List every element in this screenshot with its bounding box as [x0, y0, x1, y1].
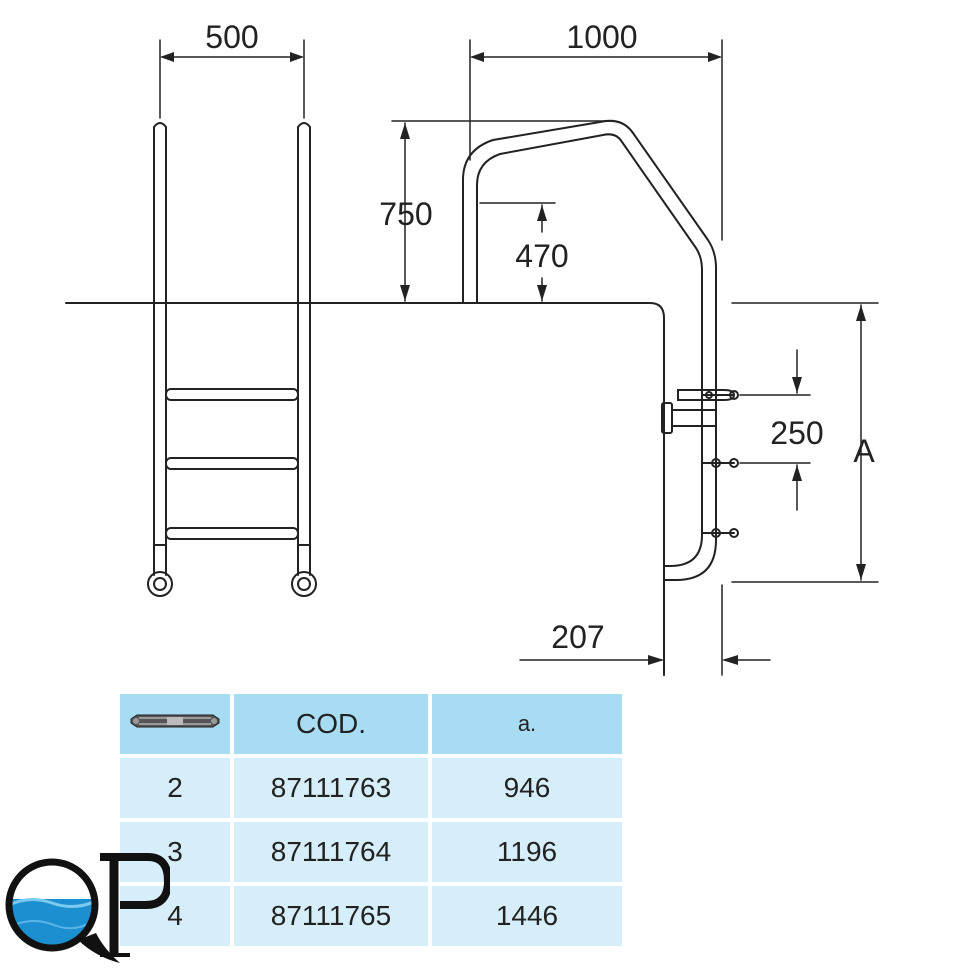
front-view-ladder — [147, 122, 317, 597]
dimension-a-label: A — [853, 433, 875, 469]
table-row: 3 87111764 1196 — [120, 822, 622, 882]
qp-logo: QP — [5, 853, 170, 963]
steps-header — [120, 694, 230, 754]
steps-cell: 3 — [120, 822, 230, 882]
table-row: 4 87111765 1446 — [120, 886, 622, 946]
dimension-207-label: 207 — [551, 619, 604, 655]
a-cell: 1196 — [432, 822, 622, 882]
ladder-technical-drawing: 500 1000 750 470 250 A 207 — [65, 19, 879, 676]
pool-wall — [462, 302, 665, 676]
dimension-470-label: 470 — [515, 238, 568, 274]
dimension-250-label: 250 — [770, 415, 823, 451]
dimension-500-label: 500 — [205, 19, 258, 55]
code-cell: 87111763 — [234, 758, 428, 818]
model-spec-table: COD. a. 2 87111763 946 3 87111764 1196 4… — [116, 690, 626, 950]
dimension-750-label: 750 — [379, 196, 432, 232]
dimension-500-lines — [159, 39, 305, 119]
code-header: COD. — [234, 694, 428, 754]
table-header-row: COD. a. — [120, 694, 622, 754]
steps-cell: 4 — [120, 886, 230, 946]
a-cell: 946 — [432, 758, 622, 818]
ladder-step-icon — [130, 714, 220, 728]
code-cell: 87111765 — [234, 886, 428, 946]
dimension-1000-lines — [469, 39, 723, 241]
a-header: a. — [432, 694, 622, 754]
side-view-ladder — [462, 119, 739, 581]
dimension-1000-label: 1000 — [566, 19, 637, 55]
table-row: 2 87111763 946 — [120, 758, 622, 818]
dimension-750-lines — [391, 120, 613, 302]
steps-cell: 2 — [120, 758, 230, 818]
dimension-a-lines — [731, 304, 879, 583]
a-cell: 1446 — [432, 886, 622, 946]
code-cell: 87111764 — [234, 822, 428, 882]
